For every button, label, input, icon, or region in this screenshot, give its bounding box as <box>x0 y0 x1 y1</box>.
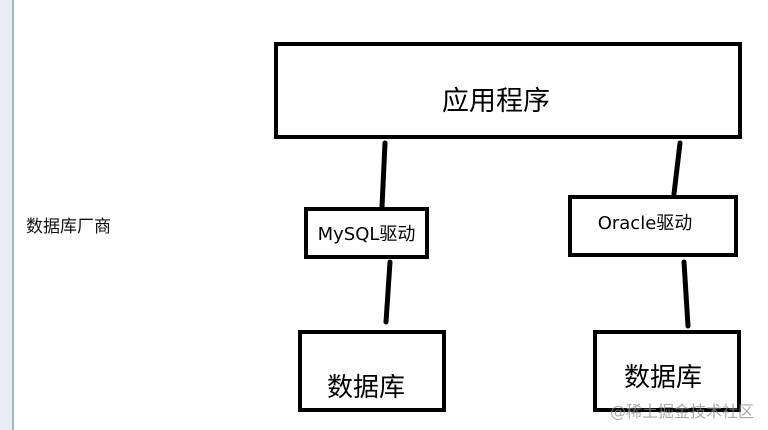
mysql-database-box: 数据库 <box>298 330 446 412</box>
connector-app-oracle <box>671 140 683 197</box>
mysql-database-label: 数据库 <box>326 372 405 403</box>
connector-mysql-db <box>383 259 393 325</box>
application-box: 应用程序 <box>274 42 742 139</box>
connector-oracle-db <box>681 259 691 329</box>
connector-app-mysql <box>379 140 388 210</box>
watermark: @稀土掘金技术社区 <box>609 402 754 421</box>
oracle-database-box: 数据库 <box>593 330 741 412</box>
oracle-driver-box: Oracle驱动 <box>568 195 738 257</box>
application-label: 应用程序 <box>442 86 550 117</box>
oracle-database-label: 数据库 <box>623 362 702 393</box>
window-left-border <box>0 0 14 430</box>
oracle-driver-label: Oracle驱动 <box>597 213 693 234</box>
vendor-label: 数据库厂商 <box>26 217 111 237</box>
mysql-driver-box: MySQL驱动 <box>304 207 429 259</box>
mysql-driver-label: MySQL驱动 <box>317 224 416 245</box>
